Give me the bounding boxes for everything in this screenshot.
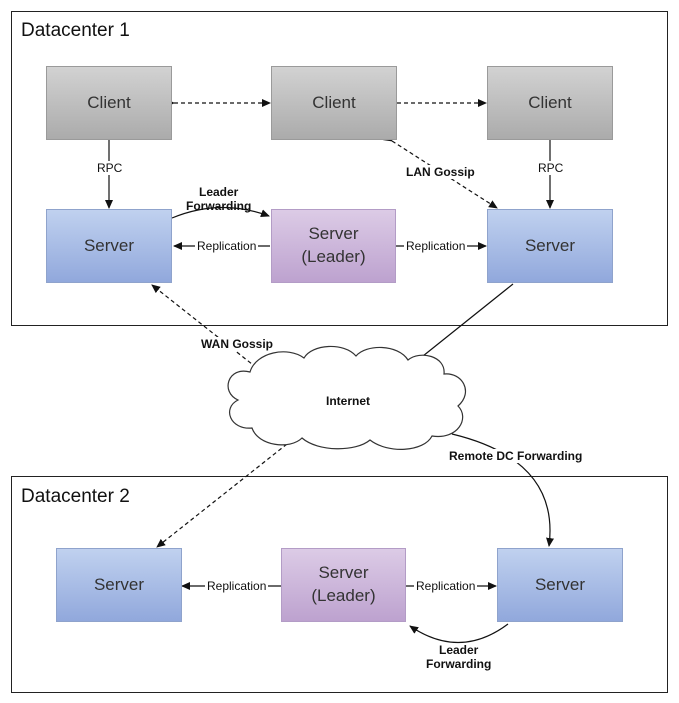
replication-label-dc2-right: Replication — [414, 579, 478, 594]
client-label: Client — [312, 92, 356, 112]
server-internet-link — [417, 283, 514, 361]
server-label: Server — [534, 574, 586, 594]
internet-label: Internet — [326, 394, 371, 408]
dc1-server-leader[interactable]: Server (Leader) — [271, 209, 396, 283]
leader-label-line1: Server — [308, 224, 359, 244]
dc2-server-left[interactable]: Server — [56, 548, 182, 622]
leader-forwarding-arrow-dc2 — [409, 623, 509, 644]
leader-forwarding-line1: Leader — [438, 643, 479, 657]
server-label: Server — [83, 235, 135, 255]
internet-cloud — [227, 345, 466, 450]
client-label: Client — [528, 92, 572, 112]
dc1-server-left[interactable]: Server — [46, 209, 172, 283]
replication-label-dc1-left: Replication — [195, 239, 259, 254]
leader-forwarding-arrow-dc1 — [171, 206, 270, 219]
dc1-server-right[interactable]: Server — [487, 209, 613, 283]
datacenter-1-title: Datacenter 1 — [21, 20, 130, 41]
leader-label-line2: (Leader) — [301, 247, 366, 266]
replication-label-dc2-left: Replication — [205, 579, 269, 594]
dc2-server-right[interactable]: Server — [497, 548, 623, 622]
dc2-server-leader[interactable]: Server (Leader) — [281, 548, 406, 622]
leader-forwarding-line2: Forwarding — [426, 657, 492, 672]
wan-gossip-label: WAN Gossip — [199, 337, 276, 352]
client-label: Client — [87, 92, 131, 112]
leader-forwarding-label-dc1: Leader Forwarding — [184, 185, 253, 214]
rpc-label-left: RPC — [95, 161, 125, 176]
leader-label-line1: Server — [318, 563, 369, 583]
wan-gossip-arrow-dc2 — [156, 443, 288, 548]
remote-dc-forwarding-label: Remote DC Forwarding — [447, 449, 585, 464]
lan-gossip-label: LAN Gossip — [404, 165, 477, 180]
client-node-center[interactable]: Client — [271, 66, 397, 140]
client-node-left[interactable]: Client — [46, 66, 172, 140]
client-node-right[interactable]: Client — [487, 66, 613, 140]
server-label: Server — [93, 574, 145, 594]
leader-label-line2: (Leader) — [311, 586, 376, 605]
rpc-label-right: RPC — [536, 161, 566, 176]
leader-forwarding-line1: Leader — [198, 185, 239, 199]
wan-gossip-arrow — [151, 284, 263, 373]
leader-forwarding-label-dc2: Leader Forwarding — [424, 643, 493, 672]
leader-forwarding-line2: Forwarding — [186, 199, 252, 214]
replication-label-dc1-right: Replication — [404, 239, 468, 254]
remote-dc-forwarding-arrow — [451, 433, 554, 547]
server-label: Server — [524, 235, 576, 255]
datacenter-2-title: Datacenter 2 — [21, 486, 130, 507]
